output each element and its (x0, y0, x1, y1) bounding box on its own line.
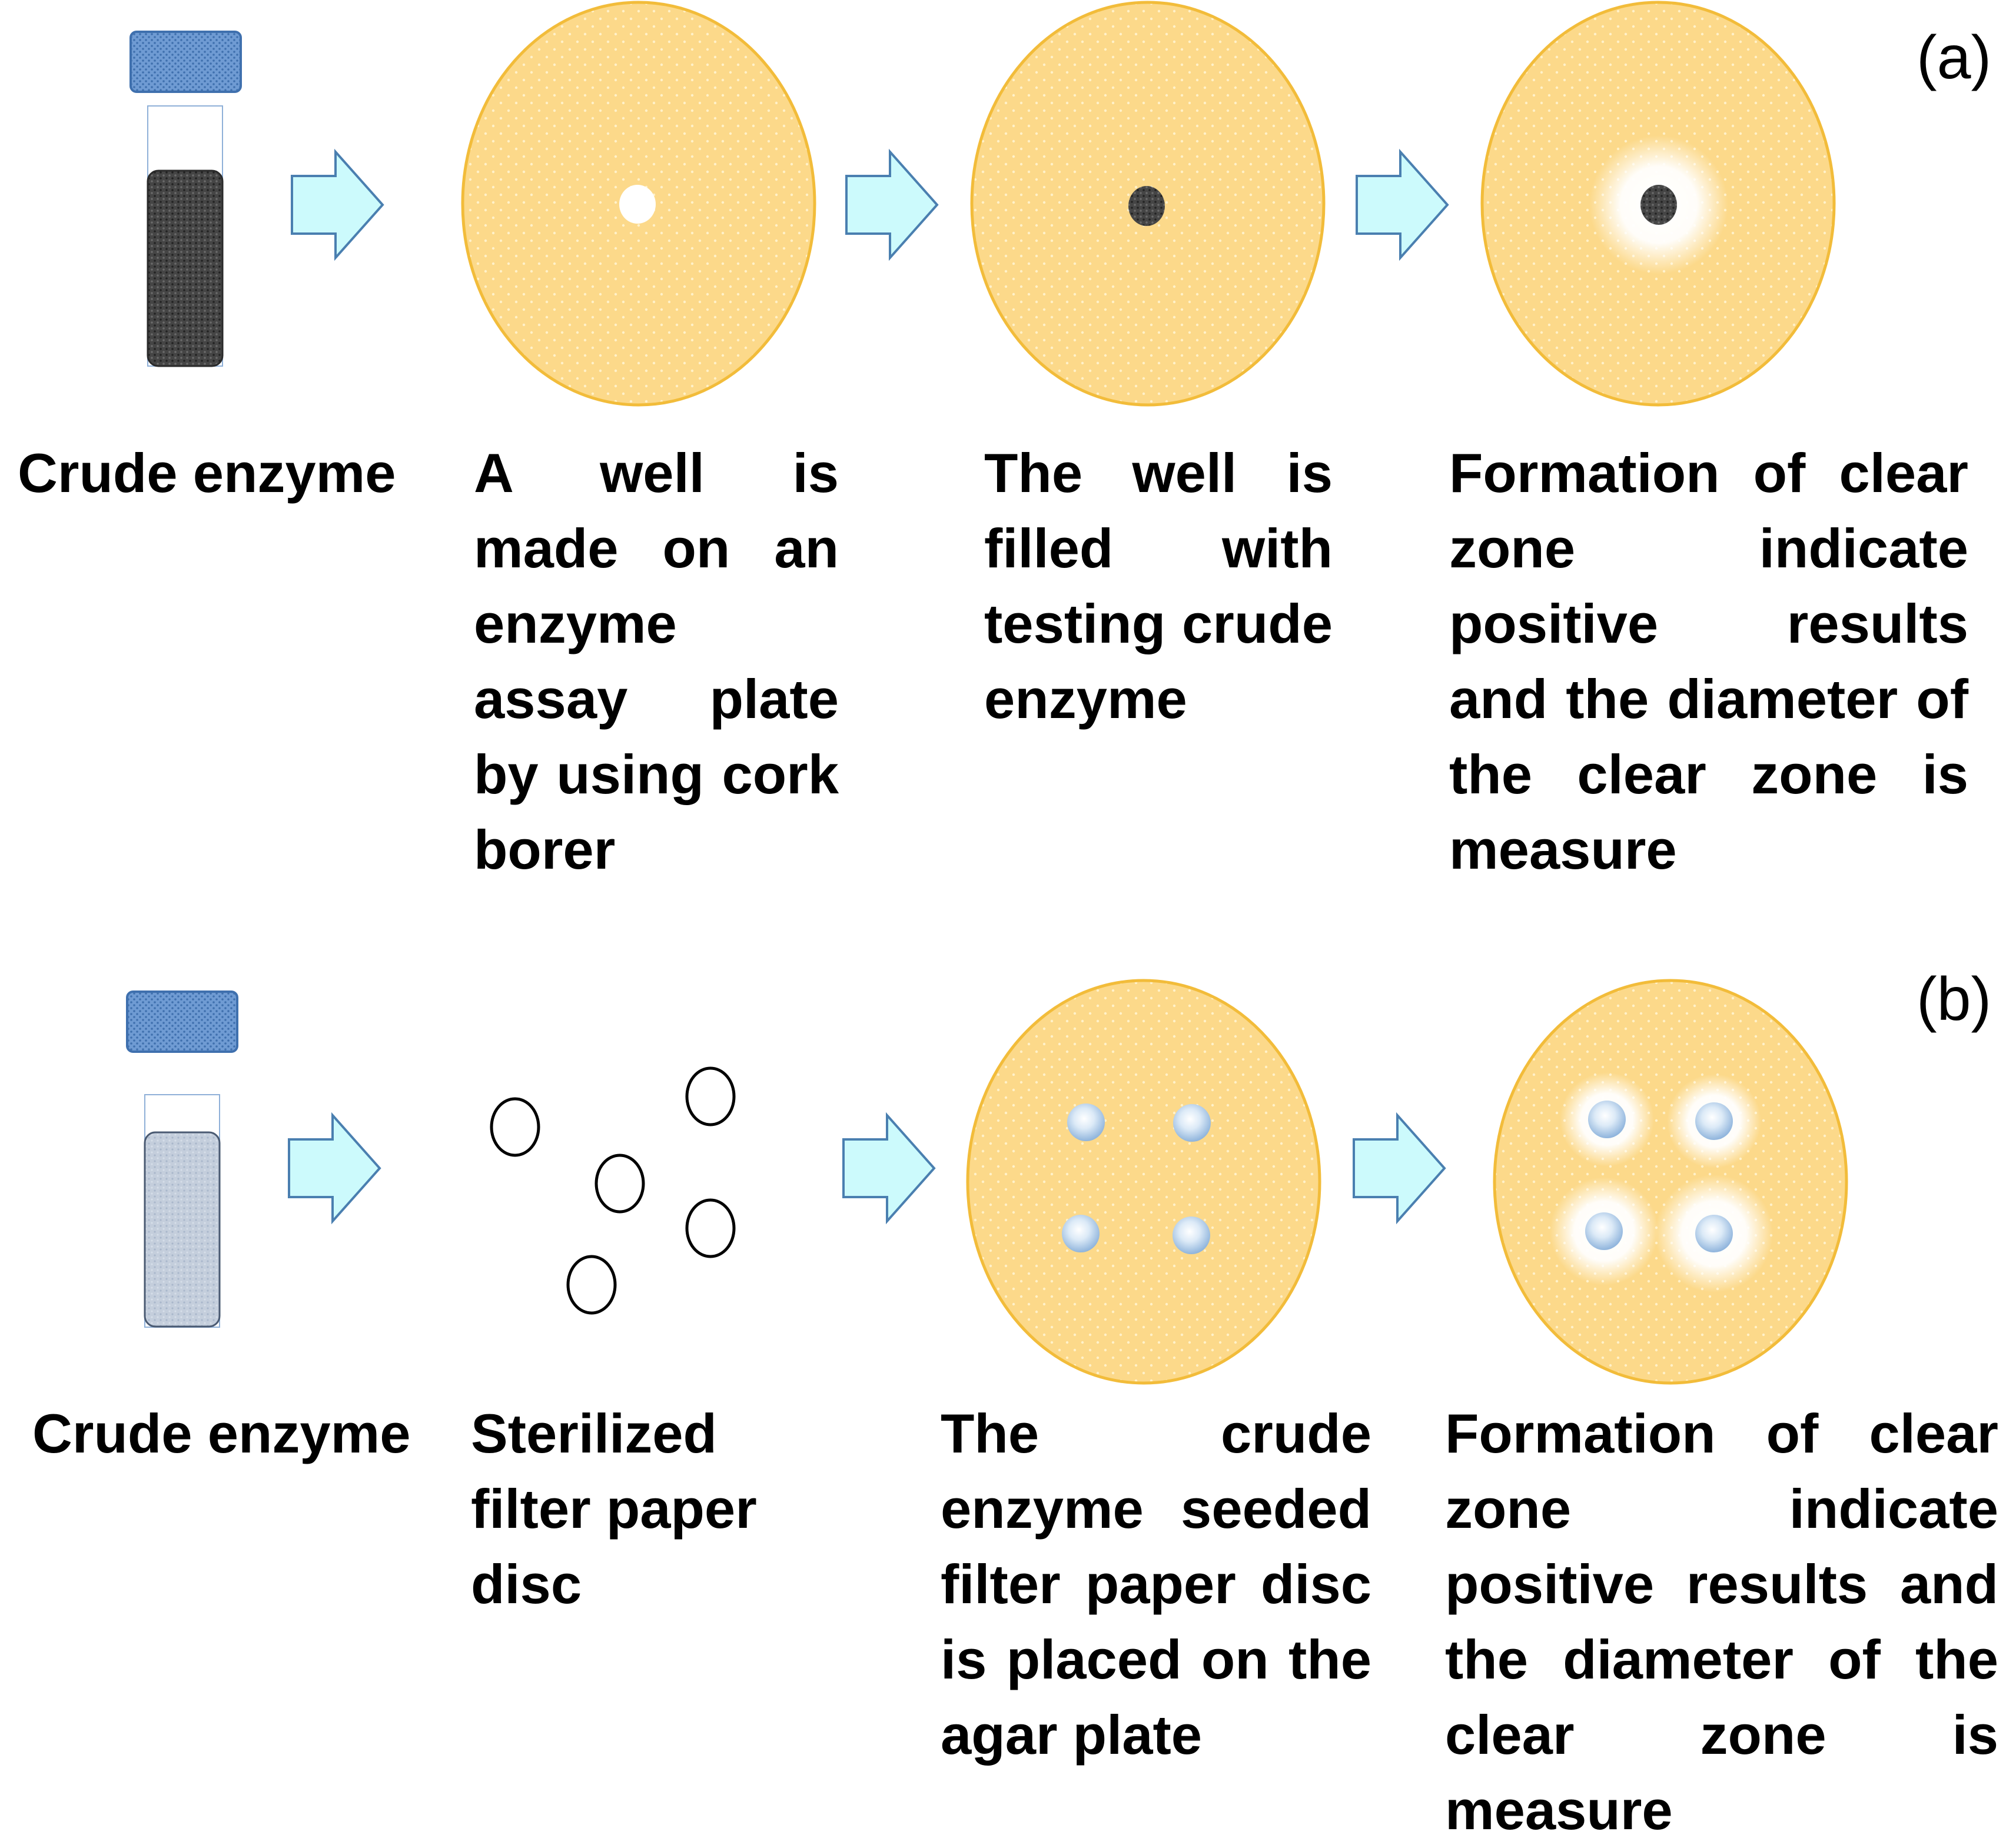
plate-a-filled (970, 1, 1326, 407)
well-empty (619, 185, 656, 224)
vial-b-cap (126, 991, 238, 1053)
paper-disc (685, 1066, 736, 1126)
vial-b (126, 991, 238, 1328)
step-a1-label: Crude enzyme (18, 442, 396, 504)
vial-b-crude-enzyme-light (144, 1131, 221, 1328)
step-b3-label: The crude enzyme seeded filter paper dis… (941, 1402, 1371, 1766)
filter-paper-discs (490, 1066, 736, 1315)
vial-a (129, 31, 242, 367)
plate-b-clear-zones (1493, 979, 1848, 1385)
step-b1-label: Crude enzyme (32, 1402, 411, 1464)
panel-label-a: (a) (1917, 24, 1992, 92)
paper-disc (490, 1097, 540, 1157)
enzyme-assay-diagram: (a) Crude enzyme A well is made on an en… (18, 1, 1998, 1841)
well-filled-clear (1640, 185, 1677, 225)
step-a2-label: A well is made on an enzyme assay plate … (474, 442, 839, 880)
seeded-disc (1585, 1212, 1623, 1250)
paper-disc (595, 1154, 645, 1214)
arrow-a-3 (1356, 148, 1449, 261)
vial-a-crude-enzyme-dark (147, 169, 224, 367)
arrow-b-3 (1353, 1112, 1446, 1225)
well-filled (1128, 186, 1165, 226)
plate-b-discs (966, 979, 1321, 1385)
plate-a-well (461, 1, 816, 407)
seeded-disc (1695, 1215, 1733, 1252)
step-b4-label: Formation of clear zone indicate positiv… (1445, 1402, 1998, 1841)
arrow-a-2 (845, 148, 939, 261)
seeded-disc (1695, 1102, 1733, 1140)
seeded-disc (1067, 1104, 1105, 1141)
seeded-disc (1173, 1104, 1211, 1142)
diagram-graphics (126, 1, 1848, 1385)
arrow-a-1 (291, 148, 384, 261)
step-a3-label: The well is filled with testing crude en… (984, 442, 1333, 730)
seeded-disc (1588, 1101, 1626, 1138)
panel-label-b: (b) (1917, 965, 1992, 1033)
vial-a-cap (129, 31, 242, 93)
plate-a-clear-zone (1480, 1, 1836, 407)
seeded-disc (1173, 1217, 1210, 1254)
arrow-b-2 (842, 1112, 936, 1225)
arrow-b-1 (288, 1112, 381, 1225)
step-b2-label: Sterilized filter paper disc (471, 1402, 757, 1615)
step-a4-label: Formation of clear zone indicate positiv… (1449, 442, 1968, 880)
paper-disc (685, 1198, 736, 1258)
seeded-disc (1062, 1215, 1100, 1252)
paper-disc (566, 1255, 617, 1315)
